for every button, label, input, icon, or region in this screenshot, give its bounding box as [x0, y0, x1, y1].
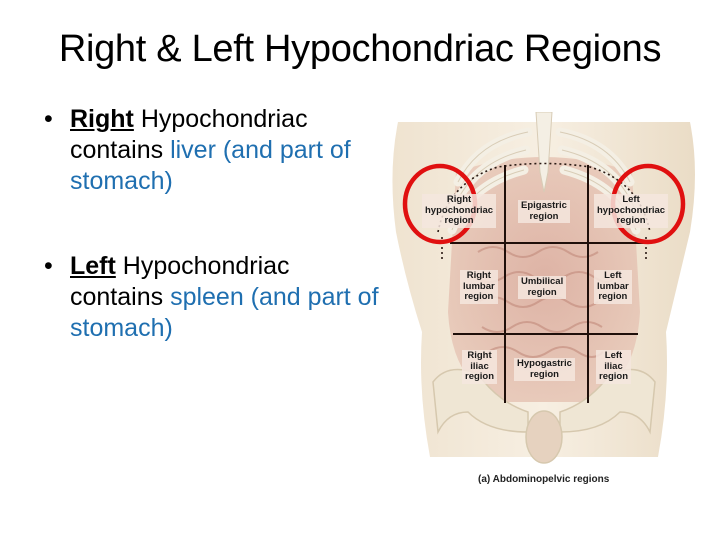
bullet-highlight: spleen (and part of stomach) [70, 283, 379, 342]
label-right-hypochondriac: Right hypochondriac region [422, 194, 497, 228]
label-umbilical: Umbilical region [518, 276, 567, 299]
label-left-hypochondriac: Left hypochondriac region [594, 194, 669, 228]
bullet-text: Hypochondriac contains [70, 252, 290, 311]
abdominopelvic-regions-figure: Right hypochondriac region Epigastric re… [378, 112, 710, 492]
bullet-left-hypochondriac: • Left Hypochondriac contains spleen (an… [42, 251, 382, 344]
bullet-keyword: Left [70, 252, 116, 280]
bullet-dot-icon: • [44, 252, 53, 280]
label-right-lumbar: Right lumbar region [460, 270, 498, 304]
torso-illustration [392, 112, 695, 464]
label-epigastric: Epigastric region [518, 200, 570, 223]
bullet-list: • Right Hypochondriac contains liver (an… [42, 104, 382, 398]
label-left-iliac: Left iliac region [596, 350, 632, 384]
label-left-lumbar: Left lumbar region [594, 270, 632, 304]
bullet-dot-icon: • [44, 105, 53, 133]
label-hypogastric: Hypogastric region [514, 358, 575, 381]
bullet-highlight: liver (and part of stomach) [70, 136, 351, 195]
slide-title: Right & Left Hypochondriac Regions [58, 28, 662, 70]
bullet-right-hypochondriac: • Right Hypochondriac contains liver (an… [42, 104, 382, 197]
bullet-text: Hypochondriac contains [70, 105, 308, 164]
bullet-keyword: Right [70, 105, 134, 133]
label-right-iliac: Right iliac region [462, 350, 498, 384]
figure-caption: (a) Abdominopelvic regions [478, 474, 610, 485]
